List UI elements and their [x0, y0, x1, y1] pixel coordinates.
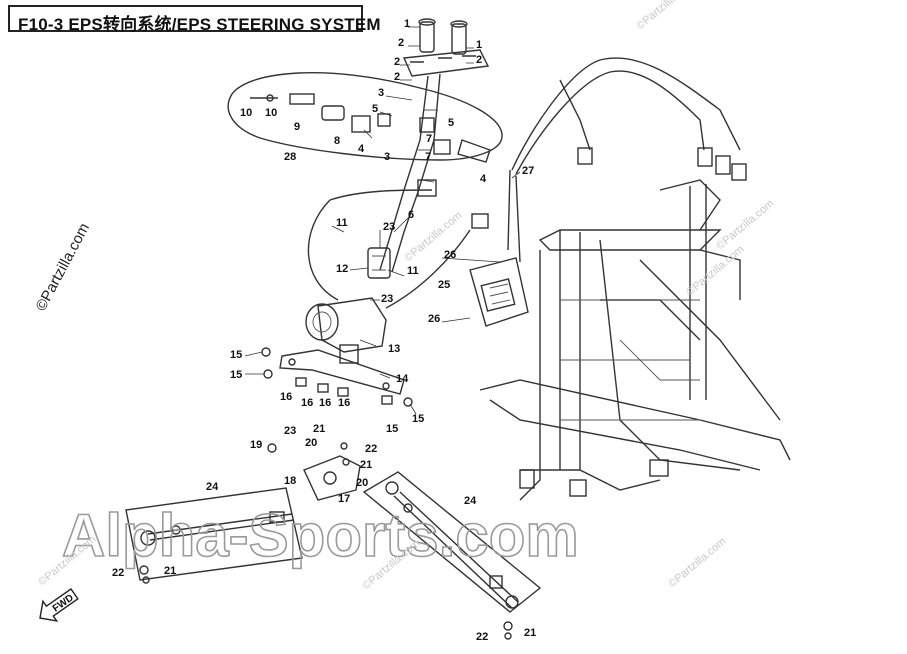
callout-16: 16	[301, 397, 313, 409]
callout-24: 24	[206, 481, 219, 493]
callout-6: 6	[408, 209, 414, 221]
callout-20: 20	[305, 437, 317, 449]
callout-23: 23	[383, 221, 395, 233]
callout-4: 4	[480, 173, 487, 185]
callout-19: 19	[250, 439, 262, 451]
callout-8: 8	[334, 135, 340, 147]
callout-3: 3	[384, 151, 390, 163]
callout-21: 21	[524, 627, 536, 639]
callout-21: 21	[164, 565, 176, 577]
callout-2: 2	[476, 54, 482, 66]
watermark-small-4: ©Partzilla.com	[714, 197, 776, 252]
title-box: F10-3 EPS转向系统/EPS STEERING SYSTEM	[8, 5, 381, 34]
callout-1: 1	[404, 18, 410, 30]
steering-column-group	[305, 18, 490, 364]
callout-23: 23	[284, 425, 296, 437]
callout-14: 14	[396, 373, 409, 385]
fwd-arrow: FWD	[39, 588, 79, 622]
callout-22: 22	[112, 567, 124, 579]
tie-rod-left-group	[125, 487, 303, 584]
callout-11: 11	[407, 265, 419, 277]
watermark-main: Alpha-Sports.com	[62, 502, 579, 569]
callout-26: 26	[444, 249, 456, 261]
callout-22: 22	[476, 631, 488, 643]
callout-22: 22	[365, 443, 377, 455]
watermark-side: ©Partzilla.com	[33, 220, 94, 314]
callout-18: 18	[284, 475, 296, 487]
callout-1: 1	[476, 39, 482, 51]
callout-13: 13	[388, 343, 400, 355]
callout-23: 23	[381, 293, 393, 305]
harness-kit-group	[227, 72, 503, 163]
watermark-small-3: ©Partzilla.com	[684, 243, 746, 298]
page-title: F10-3 EPS转向系统/EPS STEERING SYSTEM	[18, 15, 381, 34]
vehicle-frame-group	[479, 179, 791, 501]
callout-16: 16	[319, 397, 331, 409]
callout-11: 11	[336, 217, 348, 229]
callout-10: 10	[240, 107, 252, 119]
callout-24: 24	[464, 495, 477, 507]
callout-7: 7	[425, 151, 431, 163]
watermark-small-6: ©Partzilla.com	[666, 535, 728, 590]
callout-10: 10	[265, 107, 277, 119]
callout-15: 15	[230, 349, 242, 361]
callout-21: 21	[360, 459, 372, 471]
callout-16: 16	[280, 391, 292, 403]
callout-12: 12	[336, 263, 348, 275]
callout-26: 26	[428, 313, 440, 325]
wiring-harness-group	[507, 57, 747, 263]
callout-21: 21	[313, 423, 325, 435]
callout-9: 9	[294, 121, 300, 133]
watermark-small-1: ©Partzilla.com	[634, 0, 696, 32]
callout-15: 15	[230, 369, 242, 381]
ecu-module-group	[469, 257, 529, 327]
callout-15: 15	[412, 413, 424, 425]
leader-lines	[244, 26, 521, 415]
pitman-arm-group	[267, 442, 361, 501]
callout-27: 27	[522, 165, 534, 177]
mount-bracket-group	[261, 347, 413, 407]
callout-2: 2	[394, 56, 400, 68]
callout-15: 15	[386, 423, 398, 435]
callout-28: 28	[284, 151, 296, 163]
callout-7: 7	[426, 133, 432, 145]
callout-25: 25	[438, 279, 450, 291]
callout-4: 4	[358, 143, 365, 155]
callout-3: 3	[378, 87, 384, 99]
callout-5: 5	[448, 117, 454, 129]
callout-16: 16	[338, 397, 350, 409]
callout-5: 5	[372, 103, 378, 115]
callout-20: 20	[356, 477, 368, 489]
callout-17: 17	[338, 493, 350, 505]
callout-2: 2	[394, 71, 400, 83]
tie-rod-right-group	[362, 471, 542, 640]
callout-2: 2	[398, 37, 404, 49]
